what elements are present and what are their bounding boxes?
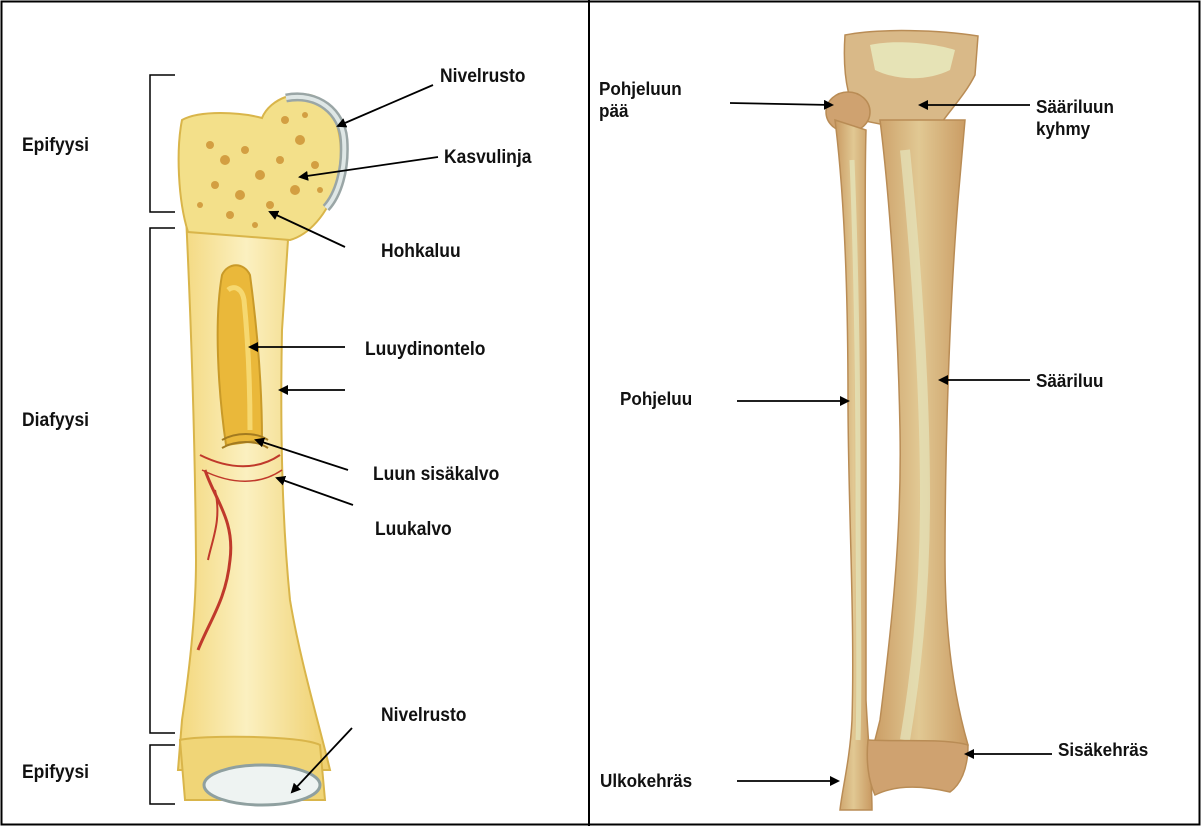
tibia-fibula-illustration — [826, 31, 978, 810]
bracket-diaphysis — [150, 228, 175, 733]
label-fibula-head-line2: pää — [599, 100, 682, 122]
bracket-epiphysis-bottom — [150, 745, 175, 804]
label-tibia: Sääriluu — [1036, 370, 1103, 392]
label-fibula: Pohjeluu — [620, 388, 692, 410]
label-endosteum: Luun sisäkalvo — [373, 464, 499, 486]
label-cartilage-bottom: Nivelrusto — [381, 705, 466, 727]
arrow-periosteum — [277, 478, 353, 505]
label-fibula-head: Pohjeluun pää — [599, 78, 682, 122]
label-tibia-tuberosity-line1: Sääriluun — [1036, 96, 1114, 118]
label-cartilage-top: Nivelrusto — [440, 66, 525, 88]
label-medial-malleolus: Sisäkehräs — [1058, 739, 1148, 761]
label-growth-line: Kasvulinja — [444, 147, 531, 169]
label-tibia-tuberosity: Sääriluun kyhmy — [1036, 96, 1114, 140]
long-bone-illustration — [178, 94, 344, 805]
label-periosteum: Luukalvo — [375, 519, 452, 541]
label-fibula-head-line1: Pohjeluun — [599, 78, 682, 100]
label-marrow-cavity: Luuydinontelo — [365, 339, 485, 361]
label-tibia-tuberosity-line2: kyhmy — [1036, 118, 1114, 140]
label-spongy-bone: Hohkaluu — [381, 241, 461, 263]
arrow-cartilage-top — [338, 85, 433, 126]
label-diaphysis: Diafyysi — [22, 410, 89, 432]
arrow-fibula-head — [730, 103, 832, 105]
label-lateral-malleolus: Ulkokehräs — [600, 770, 692, 792]
label-epiphysis-top: Epifyysi — [22, 135, 89, 157]
label-epiphysis-bottom: Epifyysi — [22, 762, 89, 784]
bracket-epiphysis-top — [150, 75, 175, 212]
